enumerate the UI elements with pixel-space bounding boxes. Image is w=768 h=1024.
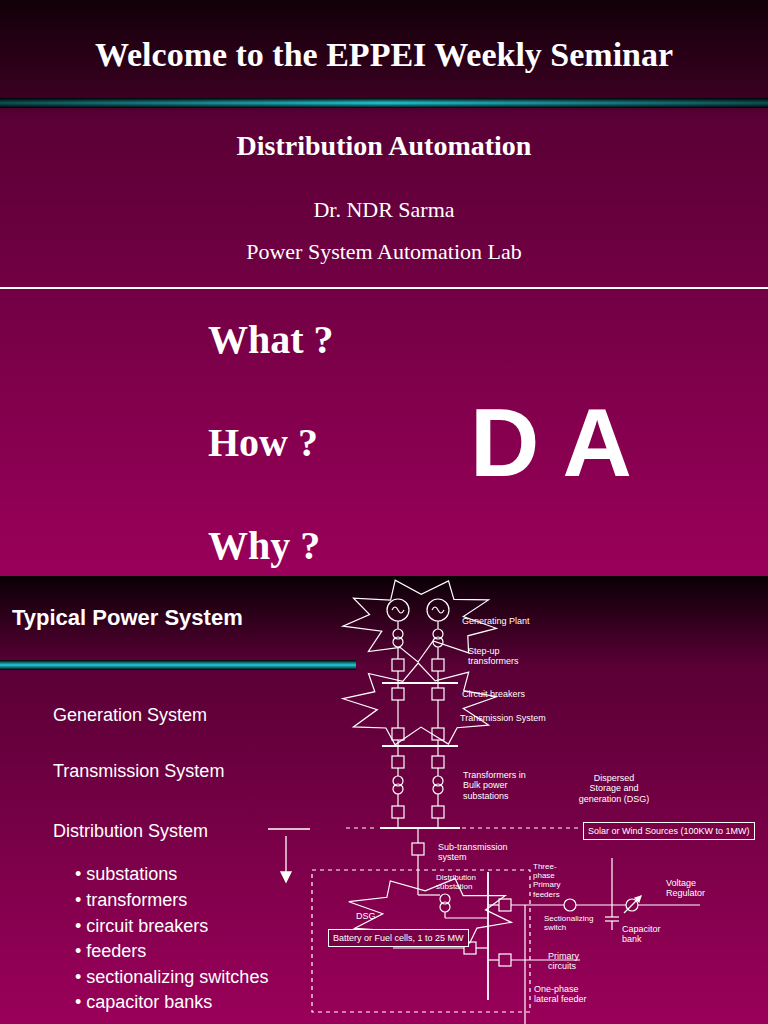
list-item: Generation System xyxy=(53,705,313,726)
callout-label: Generating Plant xyxy=(462,616,552,626)
bullet-item: • sectionalizing switches xyxy=(75,967,315,988)
callout-label: Circuit breakers xyxy=(462,689,552,699)
callout-label: Sectionalizing switch xyxy=(544,914,606,932)
teal-bar xyxy=(0,98,768,108)
list-item: Distribution System xyxy=(53,821,273,842)
teal-bar-shade xyxy=(0,98,768,108)
divider-line xyxy=(0,287,768,289)
box-text: Battery or Fuel cells, 1 to 25 MW xyxy=(333,933,464,943)
zone-burst xyxy=(343,663,497,745)
callout-label: Capacitor bank xyxy=(622,924,672,945)
bullet-item: • substations xyxy=(75,864,315,885)
list-item: Transmission System xyxy=(53,761,313,782)
bullet-item: • circuit breakers xyxy=(75,916,315,937)
slide-background xyxy=(0,0,768,576)
callout-label: Three-phase Primary feeders xyxy=(533,862,575,899)
source-box: Solar or Wind Sources (100KW to 1MW) xyxy=(583,822,755,840)
callout-label: Sub-transmission system xyxy=(438,842,518,863)
teal-bar xyxy=(0,660,356,670)
big-initials: D A xyxy=(470,388,710,498)
callout-label: Primary circuits xyxy=(548,951,598,972)
callout-label: Voltage Regulator xyxy=(666,878,726,899)
question: Why ? xyxy=(208,523,408,569)
callout-label: Dispersed Storage and generation (DSG) xyxy=(578,773,650,804)
bullet-item: • transformers xyxy=(75,890,315,911)
question: What ? xyxy=(208,317,408,363)
callout-label: Distribution substation xyxy=(436,873,482,891)
callout-label: Transformers in Bulk power substations xyxy=(463,770,543,801)
subtitle: Distribution Automation xyxy=(0,130,768,162)
box-text: Solar or Wind Sources (100KW to 1MW) xyxy=(588,826,750,836)
question: How ? xyxy=(208,420,408,466)
callout-label: Transmission System xyxy=(460,713,560,723)
system-arrow xyxy=(268,829,310,882)
slide-background xyxy=(0,576,768,1024)
lab-name: Power System Automation Lab xyxy=(0,239,768,264)
slide-heading: Typical Power System xyxy=(12,605,352,630)
author-name: Dr. NDR Sarma xyxy=(0,197,768,222)
callout-label: DSG xyxy=(356,911,386,921)
bullet-item: • feeders xyxy=(75,941,315,962)
source-box: Battery or Fuel cells, 1 to 25 MW xyxy=(328,929,469,947)
one-line-diagram xyxy=(312,580,700,1024)
slide-title: Welcome to the EPPEI Weekly Seminar xyxy=(0,35,768,74)
bullet-item: • capacitor banks xyxy=(75,992,315,1013)
callout-label: One-phase lateral feeder xyxy=(534,984,604,1005)
callout-label: Step-up transformers xyxy=(468,646,538,667)
